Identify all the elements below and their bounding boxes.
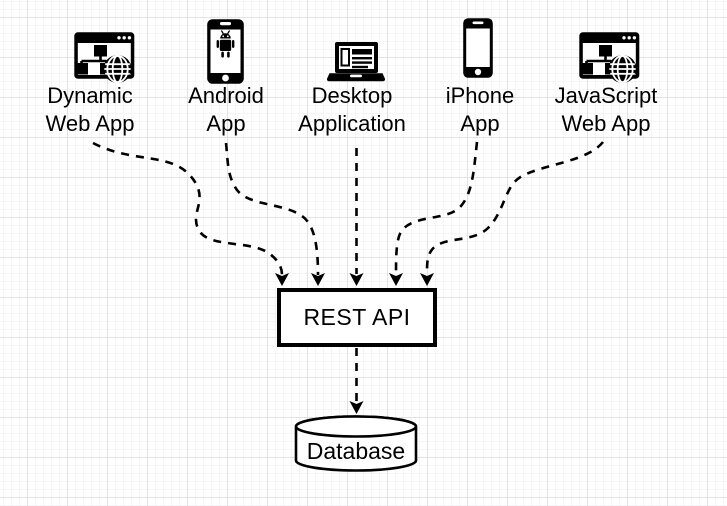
edge-android-app-to-rest-api[interactable] bbox=[224, 142, 325, 286]
laptop-icon bbox=[326, 42, 386, 82]
node-label: Desktop Application bbox=[298, 83, 406, 136]
node-rest-api[interactable]: REST API bbox=[277, 288, 437, 347]
node-label: Android App bbox=[188, 83, 264, 136]
database-label: Database bbox=[306, 438, 406, 464]
rest-api-label: REST API bbox=[303, 304, 411, 330]
edge-javascript-web-app-to-rest-api[interactable] bbox=[420, 141, 605, 286]
iphone-icon bbox=[463, 18, 493, 78]
database-cylinder-icon bbox=[294, 415, 418, 472]
edge-desktop-application-to-rest-api[interactable] bbox=[349, 148, 364, 286]
edge-iphone-app-to-rest-api[interactable] bbox=[389, 141, 479, 286]
edge-dynamic-web-app-to-rest-api[interactable] bbox=[92, 141, 289, 286]
node-database[interactable]: Database bbox=[294, 414, 418, 474]
android-phone-icon bbox=[207, 19, 244, 84]
node-label: JavaScript Web App bbox=[554, 83, 658, 136]
edge-rest-api-to-database[interactable] bbox=[349, 348, 364, 414]
node-label: iPhone App bbox=[445, 83, 515, 136]
browser-globe-icon bbox=[579, 32, 640, 84]
browser-globe-icon bbox=[74, 32, 135, 84]
node-label: Dynamic Web App bbox=[45, 83, 135, 136]
